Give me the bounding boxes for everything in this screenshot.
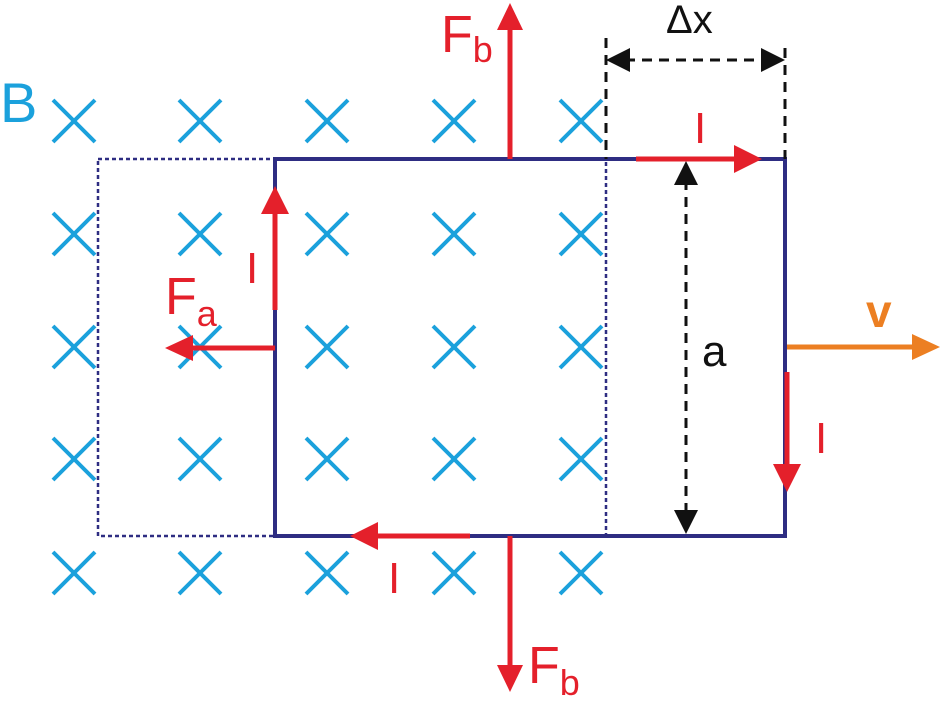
field-cross: [51, 550, 97, 596]
force-label-left: Fa: [165, 268, 218, 334]
field-cross: [304, 436, 350, 482]
field-cross: [177, 550, 223, 596]
side-length-label: a: [702, 327, 727, 376]
field-cross: [558, 211, 604, 257]
field-cross: [177, 211, 223, 257]
field-cross: [51, 98, 97, 144]
field-cross: [431, 98, 477, 144]
field-cross: [304, 98, 350, 144]
current-label-bottom: I: [388, 554, 400, 603]
displacement-label: Δx: [666, 0, 713, 42]
current-arrows: [261, 145, 801, 550]
current-label-right: I: [815, 414, 827, 463]
displacement-dimension: [604, 38, 787, 159]
current-label-left: I: [246, 244, 258, 293]
force-top-symbol: F: [441, 6, 473, 64]
field-cross: [51, 324, 97, 370]
field-cross: [51, 436, 97, 482]
field-cross: [431, 436, 477, 482]
field-cross: [431, 211, 477, 257]
force-bottom-symbol: F: [528, 637, 560, 695]
field-cross: [51, 211, 97, 257]
field-cross: [304, 211, 350, 257]
force-arrows: [165, 3, 523, 692]
field-cross: [558, 550, 604, 596]
field-cross: [558, 436, 604, 482]
velocity-label: v: [866, 285, 892, 337]
magnetic-field-crosses: [51, 98, 604, 596]
force-label-top: Fb: [441, 6, 493, 70]
field-cross: [431, 324, 477, 370]
field-cross: [558, 98, 604, 144]
field-cross: [177, 98, 223, 144]
field-cross: [431, 550, 477, 596]
force-left-subscript: a: [197, 293, 218, 334]
side-length-dimension: [674, 161, 698, 534]
force-label-bottom: Fb: [528, 637, 580, 703]
field-cross: [177, 436, 223, 482]
current-label-top: I: [694, 104, 706, 153]
force-bottom-subscript: b: [560, 662, 580, 703]
velocity-arrow: [787, 334, 940, 360]
field-cross: [558, 324, 604, 370]
force-top-subscript: b: [473, 29, 493, 70]
field-label: B: [0, 71, 37, 134]
field-cross: [304, 324, 350, 370]
force-left-symbol: F: [165, 268, 197, 326]
field-cross: [304, 550, 350, 596]
